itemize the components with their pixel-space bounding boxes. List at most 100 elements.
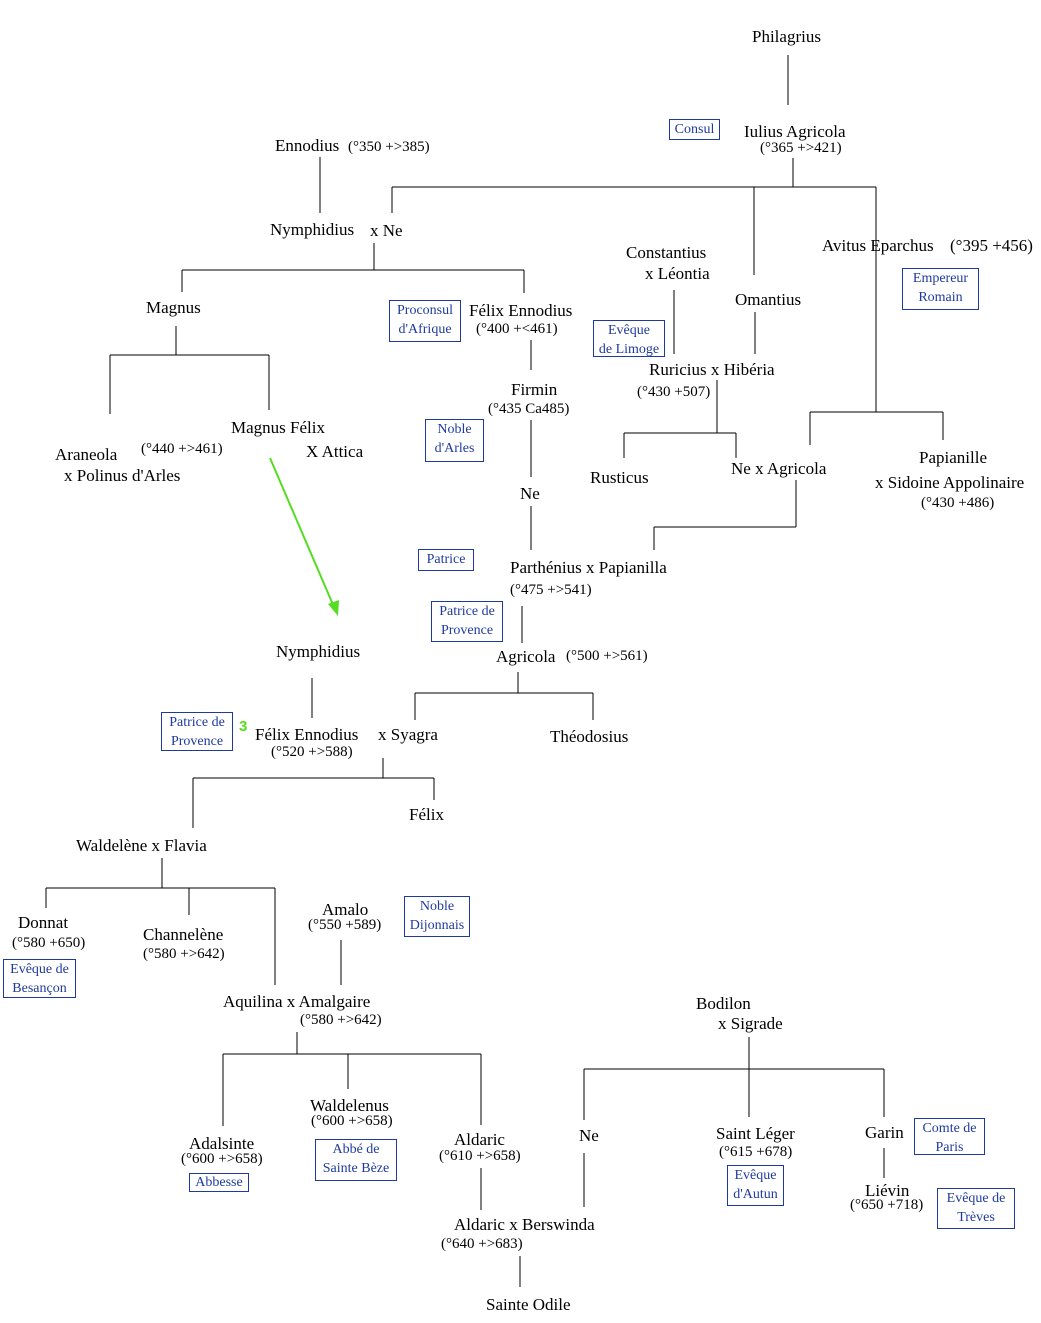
title-patrice-provence-1-line2: Provence: [440, 623, 494, 638]
title-patrice-provence-2-line2: Provence: [170, 734, 224, 749]
title-eveque-treves-line1: Evêque de: [946, 1191, 1006, 1206]
person-sainte-odile: Sainte Odile: [486, 1295, 571, 1314]
title-patrice-provence-2-line1: Patrice de: [169, 715, 225, 730]
person-nymphidius-2: Nymphidius: [276, 642, 361, 661]
dates-amalo: (°550 +589): [308, 917, 382, 933]
person-parthenius: Parthénius x Papianilla: [510, 558, 667, 577]
dates-agricola: (°500 +>561): [566, 648, 648, 664]
person-donnat: Donnat: [18, 913, 69, 932]
spouse-bodilon: x Sigrade: [718, 1014, 783, 1033]
dates-felix-ennodius-2: (°520 +>588): [271, 744, 353, 760]
spouse-papianille: x Sidoine Appolinaire: [875, 473, 1025, 492]
dates-channelene: (°580 +>642): [143, 946, 225, 962]
person-ne-2: Ne: [579, 1126, 599, 1145]
person-adalsinte: Adalsinte: [189, 1134, 255, 1153]
title-abbe-line2: Sainte Bèze: [322, 1161, 390, 1176]
person-waldelene: Waldelène x Flavia: [76, 836, 207, 855]
dates-ennodius: (°350 +>385): [348, 139, 430, 155]
green-arrow: [269, 457, 339, 616]
person-amalo: Amalo: [322, 900, 369, 919]
person-ne-agricola: Ne x Agricola: [731, 459, 827, 478]
person-araneola: Araneola: [55, 445, 118, 464]
person-channelene: Channelène: [143, 925, 224, 944]
connector-lines: [45, 55, 944, 1287]
person-papianille: Papianille: [919, 448, 987, 467]
person-saint-leger: Saint Léger: [716, 1124, 795, 1143]
title-box-abbesse: Abbesse: [189, 1173, 249, 1192]
title-consul: Consul: [674, 122, 715, 137]
title-box-proconsul: Proconsul d'Afrique: [389, 300, 461, 342]
dates-felix-ennodius-1: (°400 +<461): [476, 321, 558, 337]
title-eveque-autun-line2: d'Autun: [733, 1187, 778, 1202]
title-box-patrice-provence-2: Patrice de Provence: [161, 712, 233, 751]
title-patrice: Patrice: [426, 552, 466, 567]
title-box-abbe: Abbé de Sainte Bèze: [315, 1139, 397, 1181]
title-box-eveque-autun: Evêque d'Autun: [727, 1165, 784, 1206]
dates-magnus-felix: (°440 +>461): [141, 441, 223, 457]
person-magnus-felix: Magnus Félix: [231, 418, 325, 437]
title-empereur-line2: Romain: [918, 290, 963, 305]
title-eveque-autun-line1: Evêque: [734, 1168, 777, 1183]
dates-waldelenus: (°600 +>658): [311, 1113, 393, 1129]
spouse-felix-ennodius-2: x Syagra: [378, 725, 438, 744]
person-theodosius: Théodosius: [550, 727, 629, 746]
title-noble-dijonnais-line2: Dijonnais: [409, 918, 465, 933]
person-waldelenus: Waldelenus: [310, 1096, 389, 1115]
spouse-magnus-felix: X Attica: [306, 442, 364, 461]
title-box-patrice-provence-1: Patrice de Provence: [431, 601, 503, 642]
person-magnus: Magnus: [146, 298, 201, 317]
title-noble-arles-line1: Noble: [437, 422, 472, 437]
title-comte-paris-line2: Paris: [935, 1140, 964, 1155]
title-box-eveque-treves: Evêque de Trèves: [937, 1188, 1015, 1229]
dates-papianille: (°430 +486): [921, 495, 995, 511]
title-box-eveque-besancon: Evêque de Besançon: [3, 959, 76, 998]
person-omantius: Omantius: [735, 290, 802, 309]
dates-saint-leger: (°615 +678): [719, 1144, 793, 1160]
dates-aquilina: (°580 +>642): [300, 1012, 382, 1028]
dates-ruricius: (°430 +507): [637, 384, 711, 400]
dates-firmin: (°435 Ca485): [488, 401, 570, 417]
dates-adalsinte: (°600 +>658): [181, 1151, 263, 1167]
title-abbesse: Abbesse: [195, 1175, 243, 1190]
title-eveque-limoge-line2: de Limoge: [598, 342, 660, 357]
person-rusticus: Rusticus: [590, 468, 649, 487]
person-iulius-agricola: Iulius Agricola: [744, 122, 846, 141]
spouse-araneola: x Polinus d'Arles: [64, 466, 181, 485]
person-aldaric-2: Aldaric x Berswinda: [454, 1215, 595, 1234]
title-eveque-besancon-line2: Besançon: [12, 981, 67, 996]
title-abbe-line1: Abbé de: [332, 1142, 380, 1157]
title-box-patrice: Patrice: [418, 549, 474, 571]
person-felix-ennodius-2: Félix Ennodius: [255, 725, 359, 744]
title-eveque-besancon-line1: Evêque de: [10, 962, 69, 977]
title-box-noble-arles: Noble d'Arles: [425, 419, 484, 462]
title-eveque-limoge-line1: Evêque: [608, 323, 650, 338]
spouse-constantius: x Léontia: [645, 264, 710, 283]
person-nymphidius-1: Nymphidius: [270, 220, 355, 239]
person-felix-ennodius-1: Félix Ennodius: [469, 301, 573, 320]
dates-aldaric-2: (°640 +>683): [441, 1236, 523, 1252]
person-philagrius: Philagrius: [752, 27, 821, 46]
dates-avitus: (°395 +456): [950, 236, 1033, 255]
title-eveque-treves-line2: Trèves: [957, 1210, 995, 1225]
person-bodilon: Bodilon: [696, 994, 751, 1013]
person-ruricius: Ruricius x Hibéria: [649, 360, 775, 379]
person-avitus: Avitus Eparchus: [822, 236, 934, 255]
dates-iulius-agricola: (°365 +>421): [760, 140, 842, 156]
title-empereur-line1: Empereur: [912, 271, 969, 286]
person-ne-1: Ne: [520, 484, 540, 503]
title-box-consul: Consul: [669, 119, 720, 140]
dates-parthenius: (°475 +>541): [510, 582, 592, 598]
title-patrice-provence-1-line1: Patrice de: [439, 604, 495, 619]
person-lievin: Liévin: [865, 1181, 910, 1200]
title-box-comte-paris: Comte de Paris: [914, 1118, 985, 1155]
title-noble-dijonnais-line1: Noble: [419, 899, 455, 914]
dates-donnat: (°580 +650): [12, 935, 86, 951]
dates-aldaric-1: (°610 +>658): [439, 1148, 521, 1164]
person-felix: Félix: [409, 805, 444, 824]
person-aquilina: Aquilina x Amalgaire: [223, 992, 371, 1011]
title-box-empereur: Empereur Romain: [902, 268, 979, 310]
annotation-number: 3: [239, 718, 248, 735]
title-box-noble-dijonnais: Noble Dijonnais: [404, 896, 470, 937]
title-comte-paris-line1: Comte de: [922, 1121, 977, 1136]
